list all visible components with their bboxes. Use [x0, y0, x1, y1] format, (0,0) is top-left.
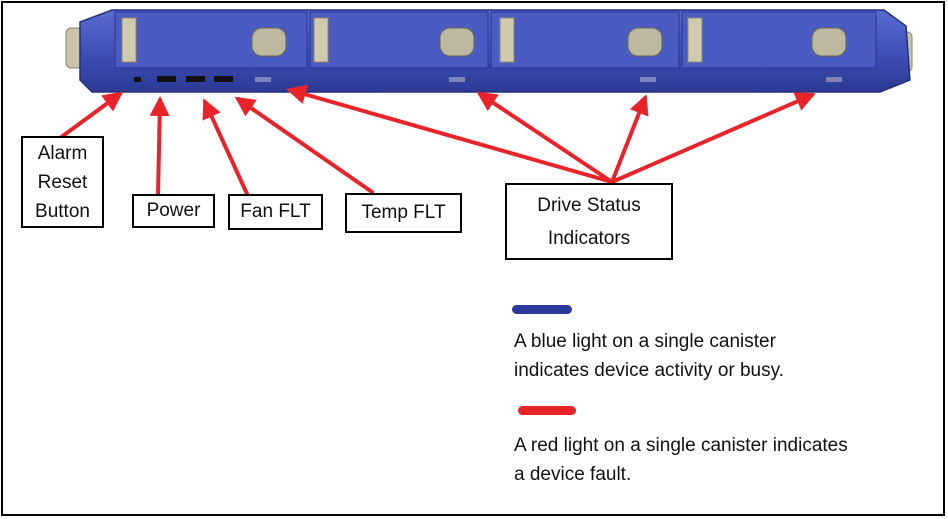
drive-status-line-2: Indicators: [547, 227, 631, 249]
drive-status-arrow-1: [286, 84, 614, 184]
alarm-reset-arrow: [58, 91, 124, 140]
canister-3: [490, 11, 680, 69]
alarm-reset-line-1: Alarm: [37, 142, 88, 164]
power-led-icon: [157, 76, 176, 82]
canister-handle-icon: [687, 17, 703, 63]
temp-flt-arrow: [234, 96, 374, 194]
fan-flt-led-icon: [186, 76, 205, 82]
drive-status-led-icon: [255, 77, 271, 82]
vent-grille-icon: [251, 27, 287, 57]
drive-status-arrow-3: [610, 94, 649, 184]
drive-enclosure: [65, 9, 913, 93]
power-label-text: Power: [146, 200, 201, 221]
red-light-swatch: [518, 406, 576, 415]
red-light-line-1: A red light on a single canister indicat…: [514, 435, 848, 456]
blue-light-swatch: [512, 305, 572, 314]
canister-handle-icon: [121, 17, 137, 63]
temp-flt-led-icon: [214, 76, 233, 82]
drive-status-led-icon: [449, 77, 465, 82]
drive-status-arrow-2: [476, 91, 614, 184]
red-light-description: A red light on a single canister indicat…: [514, 431, 848, 489]
alarm-reset-button-label: Alarm Reset Button: [21, 136, 104, 228]
blue-light-description: A blue light on a single canister indica…: [514, 327, 784, 385]
fan-flt-label: Fan FLT: [228, 194, 323, 230]
red-light-line-2: a device fault.: [514, 464, 632, 485]
canister-handle-icon: [313, 17, 329, 63]
blue-light-line-1: A blue light on a single canister: [514, 331, 776, 352]
fan-flt-label-text: Fan FLT: [240, 201, 311, 222]
alarm-reset-line-2: Reset: [37, 171, 88, 193]
drive-status-indicators-label: Drive Status Indicators: [505, 183, 673, 260]
drive-status-line-1: Drive Status: [537, 194, 641, 216]
canister-1: [114, 11, 308, 69]
canister-handle-icon: [499, 17, 515, 63]
vent-grille-icon: [811, 27, 847, 57]
canister-2: [309, 11, 489, 69]
blue-light-line-2: indicates device activity or busy.: [514, 360, 784, 381]
drive-status-led-icon: [826, 77, 842, 82]
power-label: Power: [132, 194, 215, 228]
vent-grille-icon: [439, 27, 475, 57]
drive-status-arrow-4: [610, 92, 816, 184]
power-arrow: [149, 96, 170, 198]
canister-4: [681, 11, 877, 69]
alarm-reset-button-icon: [134, 77, 141, 82]
fan-flt-arrow: [202, 98, 250, 198]
drive-status-led-icon: [640, 77, 656, 82]
vent-grille-icon: [627, 27, 663, 57]
temp-flt-label: Temp FLT: [345, 193, 462, 233]
temp-flt-label-text: Temp FLT: [361, 202, 446, 223]
alarm-reset-line-3: Button: [35, 200, 90, 222]
